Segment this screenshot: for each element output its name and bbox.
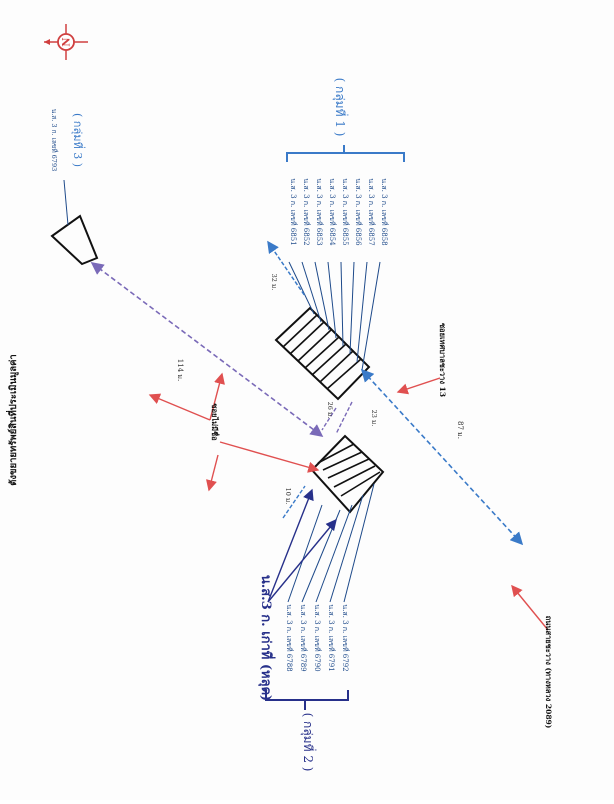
distance-114: 114 ม. [176, 359, 184, 381]
group2-label: ( กลุ่มที่ 2 ) [300, 713, 317, 772]
parcel-group2 [310, 434, 385, 514]
group1-deed-0: น.ส. 3 ก. เลขที่ 6851 [289, 178, 298, 245]
group3-label: ( กลุ่มที่ 3 ) [71, 113, 86, 167]
group2-bracket [265, 690, 349, 710]
road-arrows [148, 372, 549, 631]
group2-deed-3: น.ส. 3 ก. เลขที่ 6791 [327, 604, 336, 671]
group2-deed-2: น.ส. 3 ก. เลขที่ 6790 [313, 604, 322, 671]
map-title: ตังขยายทรัพย์สินที่ประเมินมูลค่า [5, 354, 20, 486]
compass-icon: N [44, 24, 88, 60]
group1-deed-2: น.ส. 3 ก. เลขที่ 6853 [315, 178, 324, 245]
distance-26: 26 ม. [326, 402, 334, 419]
group2-leaders [287, 483, 375, 603]
distance-87: 87 ม. [456, 421, 464, 439]
compass-letter: N [62, 37, 73, 46]
group1-deed-1: น.ส. 3 ก. เลขที่ 6852 [302, 178, 311, 245]
group3-deed: น.ส. 3 ก. เลขที่ 6793 [50, 109, 59, 171]
group1-deeds: น.ส. 3 ก. เลขที่ 6851 น.ส. 3 ก. เลขที่ 68… [289, 178, 389, 246]
group2-deed-1: น.ส. 3 ก. เลขที่ 6789 [299, 604, 308, 671]
distance-line-10 [282, 485, 306, 519]
group1-deed-3: น.ส. 3 ก. เลขที่ 6854 [328, 178, 337, 246]
label-soi13: ซอยเทศบาลชะวาง 13 [438, 323, 447, 397]
distance-line-26 [321, 407, 337, 431]
distance-23: 23 ม. [370, 410, 378, 427]
distance-10: 10 ม. [284, 488, 292, 505]
group1-deed-5: น.ส. 3 ก. เลขที่ 6856 [354, 178, 363, 246]
group2-heading: น.ส.3 ก. เก่าที่ (หลุด) [258, 575, 276, 701]
label-road-no-name: ซอยไม่มีชื่อ [210, 403, 221, 440]
parcel-group3 [50, 214, 99, 266]
group2-deeds: น.ส. 3 ก. เลขที่ 6788 น.ส. 3 ก. เลขที่ 67… [285, 604, 350, 671]
distance-32: 32 ม. [270, 274, 278, 291]
distance-line-114 [90, 262, 324, 437]
distance-line-32 [267, 240, 306, 297]
parcel-group1 [274, 306, 371, 401]
group2-deed-0: น.ส. 3 ก. เลขที่ 6788 [285, 604, 294, 671]
distance-line-87 [360, 368, 524, 546]
group1-deed-6: น.ส. 3 ก. เลขที่ 6857 [367, 178, 376, 245]
group1-deed-7: น.ส. 3 ก. เลขที่ 6858 [380, 178, 389, 245]
distance-line-23 [335, 401, 353, 435]
group2-heading-arrows [267, 488, 337, 603]
group1-label: ( กลุ่มที่ 1 ) [332, 78, 349, 137]
group1-deed-4: น.ส. 3 ก. เลขที่ 6855 [341, 178, 350, 245]
group1-bracket [286, 145, 405, 162]
label-highway: ถนนสายชะวาง (ทางหลวง 2089) [544, 616, 553, 729]
group2-deed-4: น.ส. 3 ก. เลขที่ 6792 [341, 604, 350, 671]
group3-leader [63, 179, 69, 226]
